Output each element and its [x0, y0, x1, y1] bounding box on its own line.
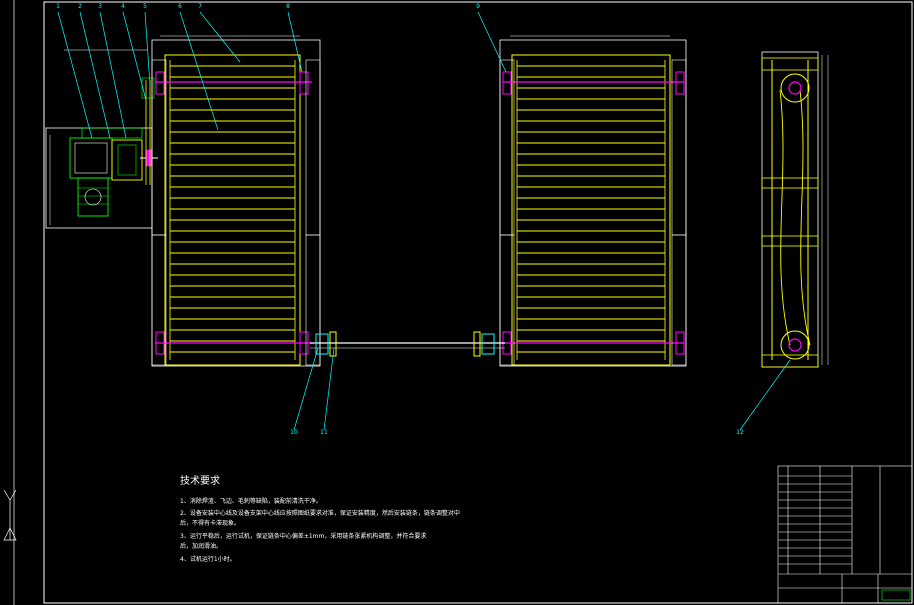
drawing-border [43, 1, 913, 604]
tech-requirement-item: 3、运行平稳后，运行试机，保证链条中心偏差±1mm，采用链条张紧机构调整，并符合… [180, 533, 427, 540]
balloon-label: 12 [736, 429, 744, 436]
balloon-label: 7 [198, 3, 202, 10]
binding-mark-2 [9, 489, 17, 501]
tech-requirements-title: 技术要求 [180, 476, 220, 487]
left-conveyor [151, 35, 321, 367]
left-support-bottom [151, 234, 167, 366]
balloon-label: 6 [178, 3, 182, 10]
tech-requirement-item: 4、试机运行1小时。 [180, 556, 236, 563]
side-bottom-hub [788, 338, 802, 352]
right-conveyor-frame [499, 39, 687, 367]
left-top-bearing-r [299, 71, 309, 95]
balloon-label: 11 [320, 429, 328, 436]
balloon-label: 8 [286, 3, 290, 10]
tech-requirement-item: 2、设备安装中心线及设备支架中心线应按照图纸要求对准，保证安装精度，然后安装链条… [180, 510, 460, 517]
left-conveyor-bed [164, 54, 301, 366]
right-conveyor [499, 35, 687, 367]
balloon-label: 9 [476, 3, 480, 10]
side-bracket-3 [761, 235, 819, 247]
r-right-support-bottom [671, 234, 687, 366]
motor-icon [77, 177, 109, 217]
balloon-label: 1 [56, 3, 60, 10]
drive-tensioner [141, 77, 155, 99]
coupling-inner [117, 144, 137, 176]
right-top-bearing-r [675, 71, 685, 95]
side-view [761, 51, 829, 368]
coupling-right-flange [473, 331, 481, 357]
right-conveyor-slats [517, 65, 665, 353]
coupling-right [481, 333, 495, 355]
balloon-label: 4 [121, 3, 125, 10]
binding-mark [3, 489, 11, 501]
balloon-label: 2 [78, 3, 82, 10]
tech-requirement-item: 后，加润滑油。 [180, 543, 223, 550]
r-left-support-bottom [499, 234, 515, 366]
balloon-label: 5 [143, 3, 147, 10]
right-top-bearing-l [502, 71, 512, 95]
sprocket-icon [155, 71, 165, 95]
drive-unit [45, 49, 158, 229]
balloon-label: 3 [98, 3, 102, 10]
drive-sprocket [145, 149, 153, 167]
connecting-shaft [310, 331, 505, 357]
side-bottom-sprocket [780, 330, 810, 360]
coupling-icon [315, 331, 337, 357]
left-bottom-bearing-l [155, 331, 165, 355]
side-bracket-1 [761, 57, 819, 71]
leader-lines [57, 11, 791, 431]
right-bottom-bearing-r [675, 331, 685, 355]
side-bracket-2 [761, 177, 819, 189]
side-bracket-4 [761, 354, 819, 368]
binding-triangle [3, 527, 17, 541]
right-conveyor-bed [511, 54, 671, 366]
side-view-chain [779, 89, 811, 346]
side-view-frame [761, 51, 819, 368]
title-block [777, 465, 913, 604]
left-conveyor-slats [170, 65, 295, 353]
balloon-label: 10 [290, 429, 298, 436]
coupling-block [111, 139, 143, 181]
side-top-hub [788, 81, 802, 95]
gearbox-flange [74, 142, 108, 174]
tech-requirement-item: 后，不得有卡滞现象。 [180, 520, 241, 527]
gearbox [69, 137, 113, 179]
left-bottom-bearing-r [299, 331, 309, 355]
tech-requirement-item: 1、消除焊渣、飞边、毛刺等缺陷，装配前清洗干净。 [180, 498, 322, 505]
side-top-sprocket [780, 73, 810, 103]
drive-top-plate [81, 127, 143, 139]
